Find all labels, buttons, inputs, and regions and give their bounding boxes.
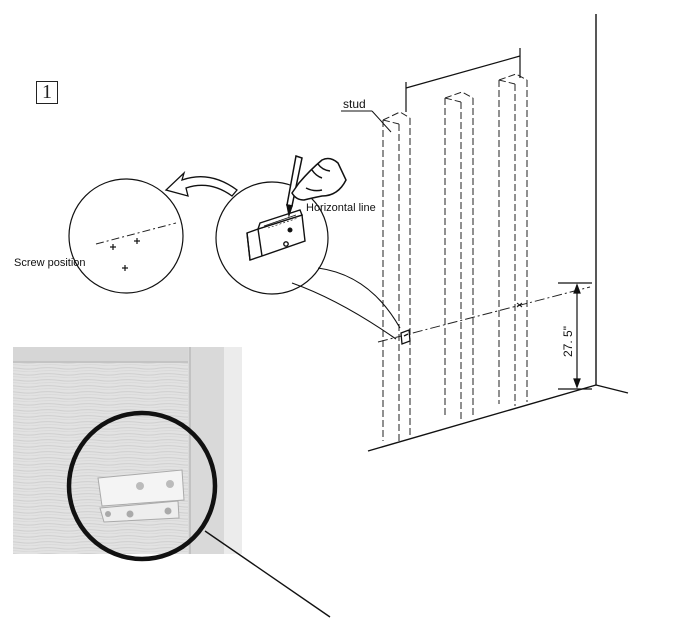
stud-label: stud bbox=[343, 97, 366, 111]
detail-circle-screws bbox=[68, 178, 184, 294]
photo-leader-line bbox=[204, 530, 331, 618]
stud-middle bbox=[444, 91, 474, 422]
mounted-bracket-small bbox=[400, 329, 411, 345]
detail-circle-bracket bbox=[215, 155, 401, 340]
stud-right bbox=[498, 73, 528, 406]
stud-left bbox=[382, 111, 411, 441]
horizontal-line bbox=[377, 286, 591, 343]
height-dimension bbox=[558, 282, 592, 390]
curved-arrow-icon bbox=[164, 170, 238, 197]
height-label: 27. 5" bbox=[561, 326, 575, 357]
wall-outline bbox=[367, 14, 629, 452]
screw-marks bbox=[110, 238, 140, 271]
step-number-box: 1 bbox=[36, 81, 58, 104]
horizontal-line-label: Horizontal line bbox=[306, 202, 376, 214]
bracket-icon bbox=[246, 209, 306, 261]
stud-leader bbox=[341, 110, 392, 133]
photo-highlight-circle bbox=[66, 410, 218, 562]
pencil-in-hand-icon bbox=[286, 155, 347, 218]
stud-spacing-dimension bbox=[405, 48, 521, 112]
photo-bracket bbox=[97, 469, 185, 523]
screw-position-label: Screw position bbox=[14, 257, 86, 269]
right-stud-mark bbox=[516, 302, 523, 308]
studs bbox=[382, 73, 528, 441]
